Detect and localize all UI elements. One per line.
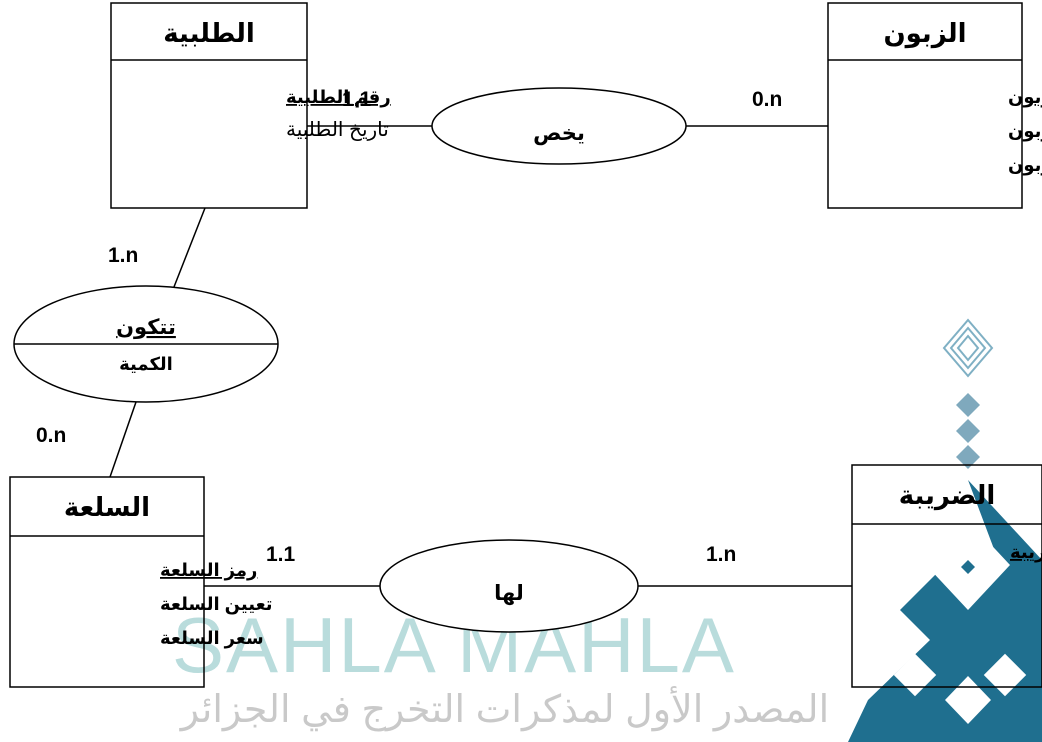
card-order-consists: 1.n bbox=[108, 244, 138, 267]
entity-order-key: رقم الطلبية bbox=[286, 87, 391, 107]
relation-has: لها bbox=[379, 539, 639, 633]
entity-product-key: رمز السلعة bbox=[160, 560, 257, 581]
relation-has-label: لها bbox=[494, 582, 524, 605]
entity-product-title: السلعة bbox=[64, 492, 150, 522]
relation-consists: تتكون الكمية bbox=[13, 285, 279, 403]
entity-product-attr-2: سعر السلعة bbox=[160, 628, 264, 649]
entity-order: الطلبية رقم الطلبية تاريخ الطلبية bbox=[110, 2, 391, 209]
watermark-logo bbox=[848, 318, 1042, 742]
entity-tax-title: الضريبة bbox=[899, 480, 996, 511]
entity-product: السلعة رمز السلعة تعيين السلعة سعر السلع… bbox=[9, 476, 272, 688]
relation-concerns: يخص bbox=[431, 87, 687, 165]
card-product-consists: 0.n bbox=[36, 424, 66, 447]
entity-customer-attr-2: لقب الزبون bbox=[1008, 155, 1042, 176]
entity-order-attr-1: تاريخ الطلبية bbox=[286, 119, 389, 141]
entity-customer-key: رمز الزبون bbox=[1008, 87, 1042, 108]
entity-customer: الزبون رمز الزبون اسم الزبون لقب الزبون bbox=[827, 2, 1042, 209]
line-order-consists bbox=[171, 207, 206, 293]
line-consists-product bbox=[109, 401, 137, 478]
card-product-has: 1.1 bbox=[266, 543, 296, 566]
entity-order-title: الطلبية bbox=[163, 18, 255, 48]
entity-tax-key: رمز الضريبة bbox=[1010, 542, 1042, 563]
relation-consists-label: تتكون bbox=[116, 316, 176, 339]
entity-tax: الضريبة رمز الضريبة bbox=[851, 464, 1042, 688]
entity-customer-title: الزبون bbox=[883, 18, 966, 49]
entity-customer-attr-1: اسم الزبون bbox=[1008, 121, 1042, 142]
entity-product-attr-1: تعيين السلعة bbox=[160, 594, 272, 615]
card-customer-concerns: 0.n bbox=[752, 88, 782, 111]
card-tax-has: 1.n bbox=[706, 543, 736, 566]
relation-concerns-label: يخص bbox=[533, 122, 585, 145]
relation-consists-attr: الكمية bbox=[119, 354, 173, 374]
watermark-tagline: المصدر الأول لمذكرات التخرج في الجزائر bbox=[179, 685, 829, 732]
card-order-concerns: 1.1 bbox=[342, 88, 372, 111]
connectors bbox=[109, 125, 852, 587]
